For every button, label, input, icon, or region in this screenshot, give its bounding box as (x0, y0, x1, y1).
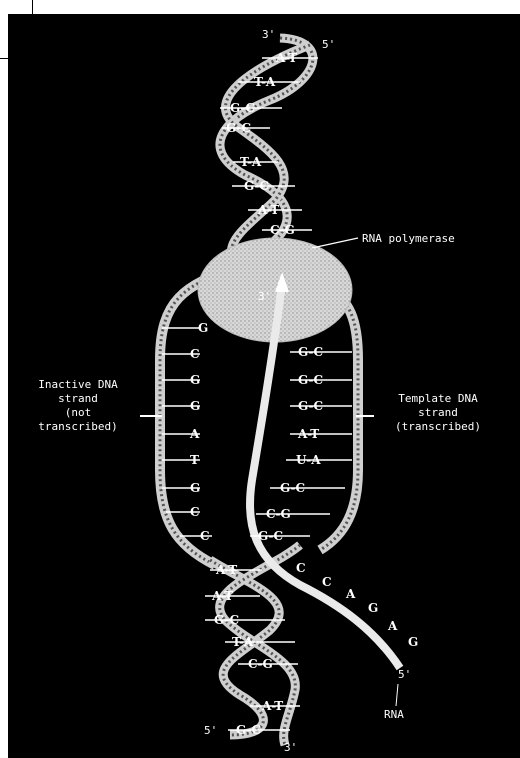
template-label-line-2: strand (418, 406, 458, 419)
top-pair-1: A-T (275, 51, 297, 65)
bottom-pair-5: C-G (248, 657, 273, 671)
inactive-ticks (162, 328, 212, 536)
inactive-label-line-4: transcribed) (38, 420, 117, 433)
top-pair-6: G-C (244, 179, 269, 193)
inactive-base-4: G (190, 399, 200, 413)
bottom-pair-3: G-C (214, 613, 239, 627)
inactive-base-2: C (190, 347, 200, 361)
rna-tail-base-4: G (368, 601, 378, 615)
inactive-base-9: C (200, 529, 210, 543)
inactive-base-7: G (190, 481, 200, 495)
top-pair-5: T-A (240, 155, 262, 169)
rna-tail-base-5: A (387, 619, 398, 633)
bottom-right-end-label: 3' (284, 741, 297, 754)
template-label-line-3: (transcribed) (395, 420, 481, 433)
inactive-base-6: T (190, 453, 199, 467)
rna-leader (396, 684, 398, 706)
inactive-base-1: G (198, 321, 208, 335)
top-pair-3: G-C (230, 101, 255, 115)
bottom-pair-4: T-A (232, 635, 254, 649)
inactive-base-5: A (189, 427, 200, 441)
template-pair-5: U-A (296, 453, 321, 467)
bottom-left-end-label: 5' (204, 724, 217, 737)
rna-tail-base-3: A (345, 587, 356, 601)
rna-tail-base-1: C (296, 561, 306, 575)
bottom-pair-2: A-T (211, 589, 233, 603)
top-pair-4: G-C (226, 121, 251, 135)
inactive-base-8: C (190, 505, 200, 519)
top-right-end-label: 5' (322, 38, 335, 51)
bottom-pair-7: G-C (236, 723, 261, 737)
rna-tail-base-2: C (322, 575, 332, 589)
inactive-label-line-3: (not (65, 406, 92, 419)
template-pair-6: G-C (280, 481, 305, 495)
inactive-strand-label: Inactive DNA strand (not transcribed) (38, 378, 118, 433)
template-pair-4: A-T (297, 427, 319, 441)
inactive-label-line-1: Inactive DNA (38, 378, 118, 391)
template-strand-label: Template DNA strand (transcribed) (395, 392, 481, 433)
bottom-pair-6: A-T (261, 699, 283, 713)
template-pair-7: C-G (266, 507, 291, 521)
template-pair-2: G-C (298, 373, 323, 387)
template-pair-3: G-C (298, 399, 323, 413)
rna-tail-labels: C C A G A G (296, 561, 418, 649)
top-pair-8: C-G (270, 223, 295, 237)
template-pair-1: G-C (298, 345, 323, 359)
inactive-label-line-2: strand (58, 392, 98, 405)
rna-polymerase-label: RNA polymerase (362, 232, 455, 245)
template-label-line-1: Template DNA (398, 392, 478, 405)
top-left-end-label: 3' (262, 28, 275, 41)
top-pair-2: T-A (254, 75, 276, 89)
inactive-base-3: G (190, 373, 200, 387)
rna-3-prime-label: 3' (258, 290, 271, 303)
top-pair-7: A-T (257, 203, 279, 217)
template-pair-8: G-C (258, 529, 283, 543)
rna-tail-base-6: G (408, 635, 418, 649)
bottom-pair-1: A-T (215, 563, 237, 577)
rna-polymerase-leader (312, 238, 358, 248)
rna-5-prime-label: 5' (398, 668, 411, 681)
rna-label: RNA (384, 708, 404, 721)
inactive-base-labels: G C G G A T G C C (189, 321, 210, 543)
